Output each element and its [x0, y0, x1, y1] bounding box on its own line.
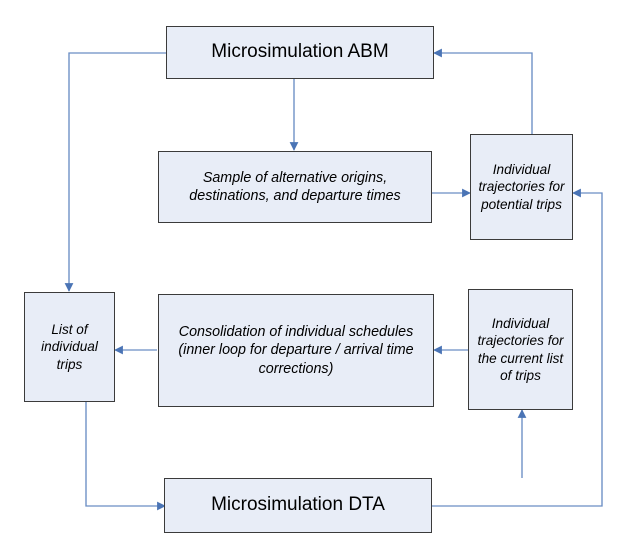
node-label: List of individual trips — [41, 322, 98, 372]
node-individual-trajectories-current[interactable]: Individual trajectories for the current … — [468, 289, 573, 410]
node-label: Individual trajectories for the current … — [477, 316, 564, 383]
node-sample-of-alternatives[interactable]: Sample of alternative origins, destinati… — [158, 151, 432, 223]
edge-potential-to-abm — [433, 48, 533, 152]
node-individual-trajectories-potential[interactable]: Individual trajectories for potential tr… — [470, 134, 573, 240]
edge-abm-to-list — [64, 52, 167, 292]
node-consolidation-of-schedules[interactable]: Consolidation of individual schedules (i… — [158, 294, 434, 407]
node-label: Consolidation of individual schedules (i… — [178, 324, 414, 377]
node-microsimulation-abm[interactable]: Microsimulation ABM — [166, 26, 434, 79]
node-label: Microsimulation DTA — [211, 494, 385, 516]
edge-list-to-dta — [85, 402, 166, 511]
node-label: Individual trajectories for potential tr… — [478, 162, 565, 212]
edge-dta-to-potential — [432, 188, 603, 507]
node-list-of-individual-trips[interactable]: List of individual trips — [24, 292, 115, 402]
node-microsimulation-dta[interactable]: Microsimulation DTA — [164, 478, 432, 533]
node-label: Sample of alternative origins, destinati… — [189, 169, 401, 204]
node-label: Microsimulation ABM — [211, 41, 389, 63]
